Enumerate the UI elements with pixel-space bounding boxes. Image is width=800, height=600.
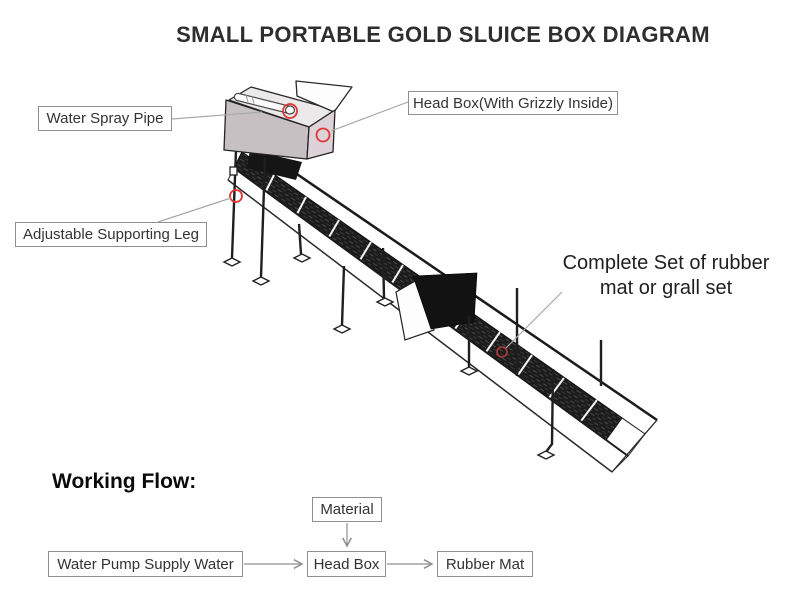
callout-rubber-mat-line2: mat or grall set: [599, 277, 733, 299]
transition-box: [395, 272, 478, 341]
head-box-hopper: [223, 80, 353, 160]
flow-node-head-box: Head Box: [307, 551, 386, 577]
page-title: SMALL PORTABLE GOLD SLUICE BOX DIAGRAM: [176, 22, 710, 47]
callout-water-spray-pipe: Water Spray Pipe: [38, 106, 172, 131]
callout-rubber-mat-line1: Complete Set of rubber: [562, 252, 770, 274]
callout-head-box: Head Box(With Grizzly Inside): [408, 91, 618, 115]
leader-supporting-leg: [157, 197, 232, 223]
leader-lines: [157, 101, 563, 349]
callout-supporting-leg: Adjustable Supporting Leg: [15, 222, 207, 247]
hopper-chute: [247, 150, 302, 180]
flow-connectors: [244, 523, 434, 569]
leader-head-box: [330, 101, 409, 132]
callout-rubber-mat: Complete Set of rubber mat or grall set: [545, 251, 787, 301]
working-flow-heading: Working Flow:: [52, 470, 197, 493]
callout-water-spray-pipe-label: Water Spray Pipe: [46, 110, 164, 127]
highlight-circle-leg: [229, 189, 243, 203]
water-spray-pipe-drawing: [233, 92, 296, 115]
flow-node-material-label: Material: [320, 501, 374, 518]
flow-node-rubber-mat: Rubber Mat: [437, 551, 533, 577]
leader-rubber-mat: [505, 291, 563, 349]
flow-node-head-box-label: Head Box: [313, 555, 380, 573]
flow-node-water-pump-label: Water Pump Supply Water: [57, 555, 234, 573]
flow-node-material: Material: [312, 497, 382, 522]
leader-water-spray-pipe: [171, 111, 263, 120]
highlight-circles: [229, 103, 508, 358]
hopper-side-face: [306, 109, 336, 160]
leg-feet: [222, 253, 556, 460]
highlight-circle-head-box: [315, 127, 331, 143]
callout-head-box-label: Head Box(With Grizzly Inside): [412, 94, 614, 112]
callout-supporting-leg-label: Adjustable Supporting Leg: [23, 226, 199, 243]
flow-node-water-pump: Water Pump Supply Water: [48, 551, 243, 577]
flow-node-rubber-mat-label: Rubber Mat: [445, 555, 525, 573]
highlight-circle-mat: [496, 346, 508, 358]
highlight-circle-spray-pipe: [282, 103, 298, 119]
support-legs: [229, 149, 603, 453]
